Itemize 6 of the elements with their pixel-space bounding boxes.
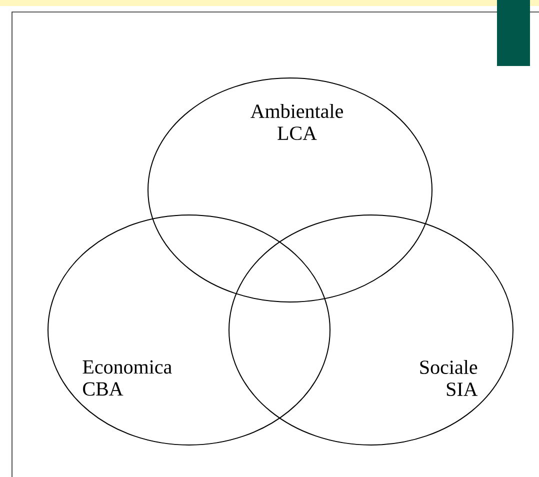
circle-label: Sociale SIA (420, 360, 478, 396)
venn-circle (228, 214, 514, 446)
venn-circle (48, 214, 330, 446)
venn-circle (148, 78, 432, 302)
circle-label: Economica CBA (82, 360, 172, 396)
circle-label: Ambientale LCA (250, 104, 343, 140)
